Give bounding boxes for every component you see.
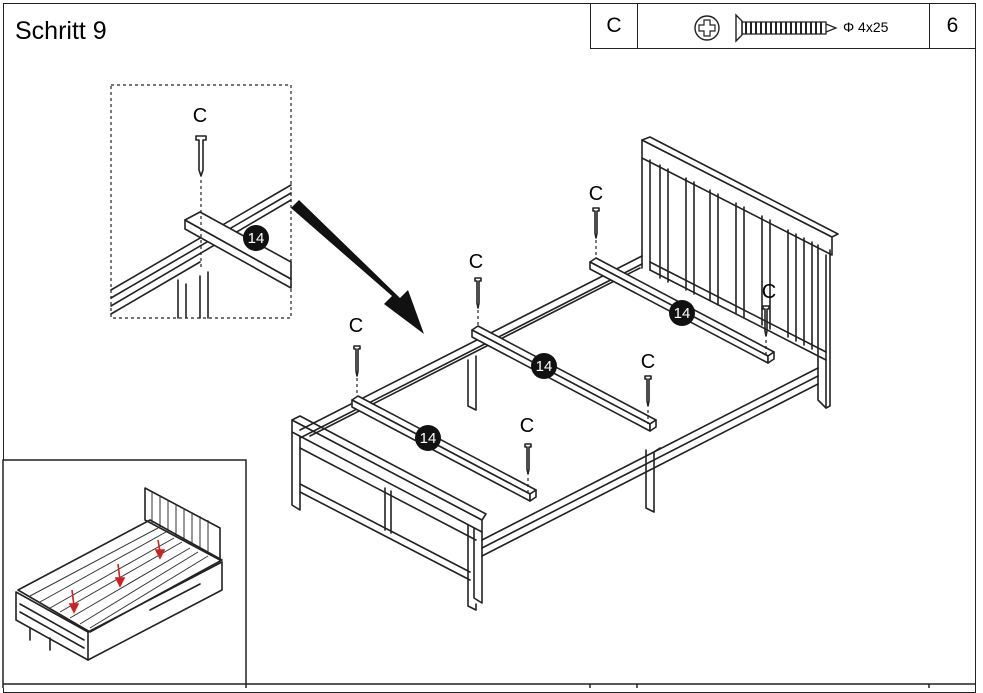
svg-text:14: 14 bbox=[674, 305, 691, 322]
screws bbox=[353, 207, 770, 494]
screw-6 bbox=[762, 305, 770, 356]
svg-text:14: 14 bbox=[248, 230, 265, 247]
screw-4 bbox=[524, 443, 532, 494]
label-screw-code: C bbox=[641, 351, 655, 373]
part-code: C bbox=[591, 3, 638, 48]
wood-screw-icon bbox=[694, 13, 838, 43]
slat-badge: 14 bbox=[669, 300, 695, 326]
screw-1 bbox=[353, 345, 361, 396]
inset-screw-code: C bbox=[193, 105, 207, 127]
slat-badge: 14 bbox=[531, 353, 557, 379]
step-title: Schritt 9 bbox=[15, 17, 107, 45]
slat-badge: 14 bbox=[415, 425, 441, 451]
part-cell: Φ 4x25 bbox=[638, 3, 930, 48]
label-screw-code: C bbox=[762, 281, 776, 303]
inset-slat-badge: 14 bbox=[243, 225, 269, 251]
pointer-arrow bbox=[291, 200, 424, 334]
parts-table: C bbox=[590, 3, 976, 49]
screw-spec: Φ 4x25 bbox=[843, 19, 889, 35]
label-screw-code: C bbox=[589, 183, 603, 205]
screw-3 bbox=[592, 207, 600, 258]
detail-inset: C 14 bbox=[110, 84, 292, 319]
part-quantity: 6 bbox=[946, 13, 959, 37]
svg-text:14: 14 bbox=[420, 430, 437, 447]
screw-5 bbox=[644, 375, 652, 424]
slat-front bbox=[351, 395, 537, 502]
label-screw-code: C bbox=[349, 315, 363, 337]
overview-inset bbox=[2, 459, 247, 688]
screw-2 bbox=[474, 277, 482, 328]
phillips-head-icon bbox=[694, 15, 720, 41]
slat-middle bbox=[471, 325, 657, 432]
label-screw-code: C bbox=[469, 251, 483, 273]
footboard bbox=[291, 415, 487, 611]
label-screw-code: C bbox=[520, 415, 534, 437]
headboard bbox=[641, 136, 839, 409]
svg-text:14: 14 bbox=[536, 358, 553, 375]
